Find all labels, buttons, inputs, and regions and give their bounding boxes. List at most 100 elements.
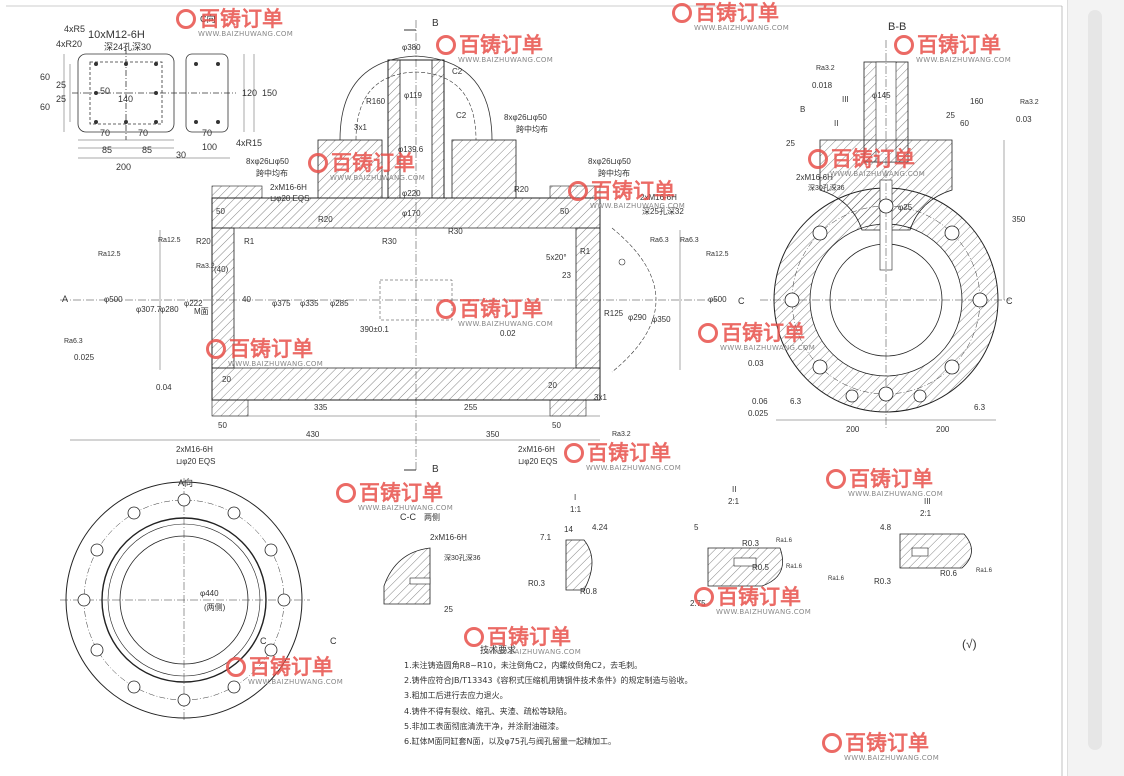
watermark-logo-icon <box>568 181 588 201</box>
svg-text:0.03: 0.03 <box>748 359 764 368</box>
vertical-scrollbar[interactable] <box>1067 0 1124 776</box>
svg-text:Ra1.6: Ra1.6 <box>976 568 993 574</box>
svg-text:2xM16-6H: 2xM16-6H <box>176 445 213 454</box>
svg-text:φ280: φ280 <box>160 305 179 314</box>
svg-text:0.02: 0.02 <box>500 329 516 338</box>
top-left-flange-view <box>72 48 236 140</box>
detail-iii-labels: III 2:1 4.8 R0.3 R0.6 Ra1.6 Ra1.6 <box>828 497 993 586</box>
svg-text:III: III <box>842 95 849 104</box>
svg-text:140: 140 <box>118 94 133 104</box>
detail-i <box>565 539 593 591</box>
svg-text:4xR20: 4xR20 <box>56 39 82 49</box>
svg-text:C向: C向 <box>200 13 216 24</box>
svg-text:II: II <box>732 485 736 494</box>
svg-text:⊔φ20 EQS: ⊔φ20 EQS <box>518 457 557 466</box>
scrollbar-thumb[interactable] <box>1088 10 1102 750</box>
watermark-logo-icon <box>206 339 226 359</box>
svg-text:I: I <box>574 493 576 502</box>
svg-text:Ra3.2: Ra3.2 <box>1020 99 1039 106</box>
svg-text:⊔φ20 EQS: ⊔φ20 EQS <box>270 194 309 203</box>
svg-text:0.018: 0.018 <box>812 81 833 90</box>
cc-labels: C-C 两侧 2xM16-6H 深30孔深36 25 <box>400 512 481 614</box>
svg-text:1:1: 1:1 <box>570 505 582 514</box>
tech-requirements-title: 技术要求 <box>480 646 517 656</box>
svg-text:C2: C2 <box>456 111 467 120</box>
watermark-logo-icon <box>808 149 828 169</box>
svg-text:II: II <box>834 119 838 128</box>
svg-text:跨中均布: 跨中均布 <box>516 124 548 134</box>
svg-text:8xφ26⊔φ50: 8xφ26⊔φ50 <box>504 113 547 122</box>
section-cc-view <box>383 547 431 605</box>
svg-text:φ25: φ25 <box>898 203 913 212</box>
watermark-logo-icon <box>226 657 246 677</box>
svg-text:7.1: 7.1 <box>540 533 552 542</box>
svg-text:R0.6: R0.6 <box>940 569 957 578</box>
svg-text:跨中均布: 跨中均布 <box>598 168 630 178</box>
svg-text:30: 30 <box>176 150 186 160</box>
tech-requirement-item: 1.未注铸造圆角R8~R10，未注倒角C2，内螺纹倒角C2，去毛刺。 <box>404 661 643 670</box>
view-a-holes <box>77 493 291 707</box>
svg-text:(两侧): (两侧) <box>204 602 226 612</box>
svg-text:50: 50 <box>552 421 561 430</box>
svg-text:Ra12.5: Ra12.5 <box>98 251 121 258</box>
svg-text:25: 25 <box>786 139 795 148</box>
section-bb-view <box>760 40 1010 430</box>
svg-text:B: B <box>432 18 439 29</box>
svg-text:70: 70 <box>100 128 110 138</box>
view-a-labels: A向 φ440 (两侧) C C <box>178 477 337 646</box>
svg-text:60: 60 <box>960 119 969 128</box>
svg-text:0.025: 0.025 <box>74 353 95 362</box>
svg-text:4.24: 4.24 <box>592 523 608 532</box>
svg-text:4xR5: 4xR5 <box>64 24 85 34</box>
svg-text:φ145: φ145 <box>872 91 891 100</box>
top-left-labels: 4xR5 4xR20 10xM12-6H 深24孔深30 C向 60 25 25… <box>40 13 277 172</box>
svg-text:25: 25 <box>946 111 955 120</box>
svg-text:R30: R30 <box>448 227 463 236</box>
drawing-canvas: 4xR5 4xR20 10xM12-6H 深24孔深30 C向 60 25 25… <box>6 5 1063 776</box>
svg-text:φ335: φ335 <box>300 299 319 308</box>
svg-text:C-C: C-C <box>400 512 416 522</box>
watermark-logo-icon <box>464 627 484 647</box>
svg-text:350: 350 <box>1012 215 1026 224</box>
svg-text:60: 60 <box>40 102 50 112</box>
svg-text:20: 20 <box>548 381 557 390</box>
svg-text:R160: R160 <box>366 97 386 106</box>
svg-text:2:1: 2:1 <box>920 509 932 518</box>
watermark-logo-icon <box>826 469 846 489</box>
watermark-logo-icon <box>336 483 356 503</box>
svg-text:0.03: 0.03 <box>1016 115 1032 124</box>
svg-text:R0.8: R0.8 <box>580 587 597 596</box>
svg-text:6.3: 6.3 <box>974 403 986 412</box>
svg-text:R0.5: R0.5 <box>752 563 769 572</box>
svg-text:0.04: 0.04 <box>156 383 172 392</box>
svg-text:B: B <box>432 464 439 475</box>
tech-requirement-item: 4.铸件不得有裂纹、缩孔、夹渣、疏松等缺陷。 <box>404 706 572 716</box>
detail-iii <box>899 533 972 569</box>
svg-text:85: 85 <box>102 145 112 155</box>
tech-requirement-item: 3.粗加工后进行去应力退火。 <box>404 691 508 701</box>
tech-requirements: 1.未注铸造圆角R8~R10，未注倒角C2，内螺纹倒角C2，去毛刺。 2.铸件应… <box>404 643 693 749</box>
svg-text:0.06: 0.06 <box>752 397 768 406</box>
svg-text:Ra6.3: Ra6.3 <box>650 237 669 244</box>
svg-text:200: 200 <box>936 425 950 434</box>
svg-text:A: A <box>62 294 68 304</box>
svg-text:深30孔深36: 深30孔深36 <box>808 183 845 192</box>
roughness-symbol: (√) <box>962 637 977 651</box>
svg-text:φ290: φ290 <box>628 313 647 322</box>
svg-text:8xφ26⊔φ50: 8xφ26⊔φ50 <box>588 157 631 166</box>
svg-text:150: 150 <box>262 88 277 98</box>
svg-text:430: 430 <box>306 430 320 439</box>
main-labels: B B φ380 R160 φ119 C2 C2 3x1 8xφ26⊔φ50 跨… <box>62 18 769 475</box>
svg-text:C: C <box>738 296 745 306</box>
svg-text:3x1: 3x1 <box>354 123 367 132</box>
svg-text:120: 120 <box>242 88 257 98</box>
svg-text:C: C <box>260 636 267 646</box>
svg-text:R0.3: R0.3 <box>528 579 545 588</box>
svg-text:深25孔深32: 深25孔深32 <box>642 207 684 216</box>
